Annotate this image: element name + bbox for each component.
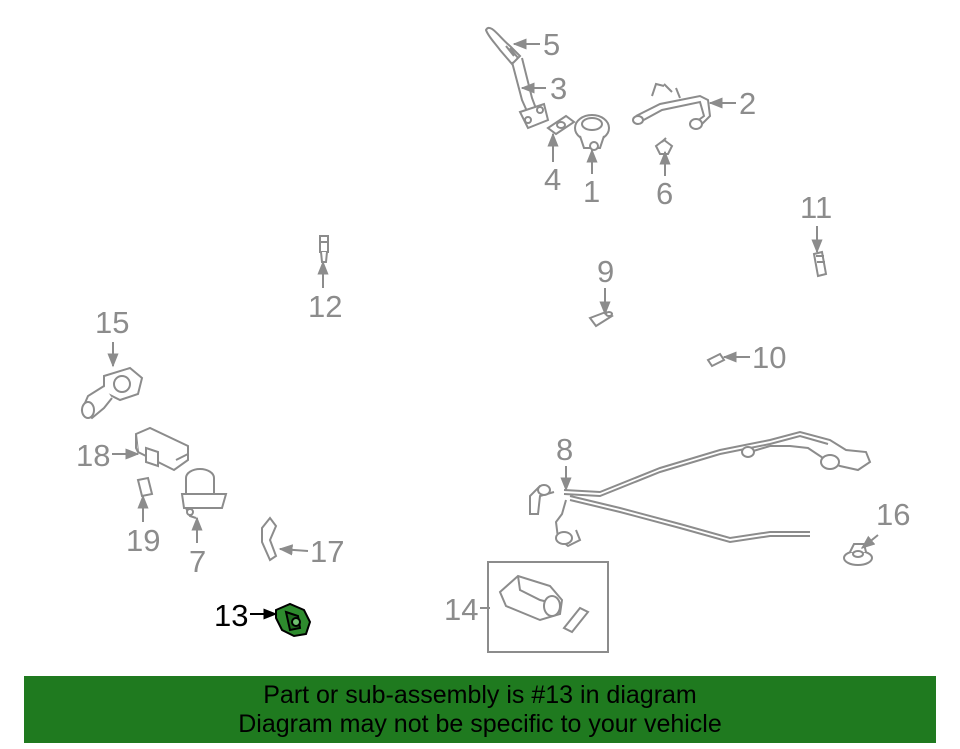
callout-8: 8 — [556, 432, 573, 467]
part-18-module — [134, 426, 189, 472]
part-12-sensor — [319, 235, 329, 263]
callout-18: 18 — [76, 438, 110, 473]
part-7-solenoid — [180, 468, 228, 519]
callout-10: 10 — [752, 340, 786, 375]
callout-7: 7 — [189, 544, 206, 579]
part-14-box — [487, 561, 609, 653]
callout-19: 19 — [126, 523, 160, 558]
callout-15: 15 — [95, 305, 129, 340]
info-banner: Part or sub-assembly is #13 in diagram D… — [24, 676, 936, 743]
banner-line-1: Part or sub-assembly is #13 in diagram — [263, 681, 697, 709]
part-1-egr-valve — [574, 114, 610, 151]
callout-6: 6 — [656, 176, 673, 211]
callout-5: 5 — [543, 27, 560, 62]
part-2-tube-assembly — [632, 82, 712, 130]
part-16-grommet — [843, 543, 873, 566]
callout-9: 9 — [597, 254, 614, 289]
banner-line-2: Diagram may not be specific to your vehi… — [238, 710, 722, 738]
part-9-connector — [588, 310, 614, 328]
leader-lines — [107, 38, 879, 609]
callout-2: 2 — [739, 86, 756, 121]
part-19-connector — [136, 476, 154, 498]
callout-4: 4 — [544, 162, 561, 197]
callout-3: 3 — [550, 71, 567, 106]
callout-16: 16 — [876, 497, 910, 532]
callout-1: 1 — [583, 174, 600, 209]
part-8-wiring-harness — [529, 430, 872, 548]
callout-11: 11 — [800, 190, 832, 225]
part-15-valve — [80, 366, 144, 420]
callout-14: 14 — [444, 592, 478, 627]
part-6-fitting — [654, 137, 674, 155]
part-4-gasket — [546, 114, 576, 136]
part-10-clip — [706, 352, 726, 368]
callout-13: 13 — [214, 598, 248, 633]
callout-12: 12 — [308, 289, 342, 324]
part-13-highlighted[interactable] — [275, 602, 312, 638]
part-11-sensor — [812, 250, 828, 278]
callout-17: 17 — [310, 534, 344, 569]
callout-labels: 1 2 3 4 5 6 7 8 9 10 11 12 13 14 15 16 1… — [76, 27, 910, 633]
part-3-egr-pipe — [484, 27, 550, 130]
part-17-hose — [261, 516, 278, 562]
